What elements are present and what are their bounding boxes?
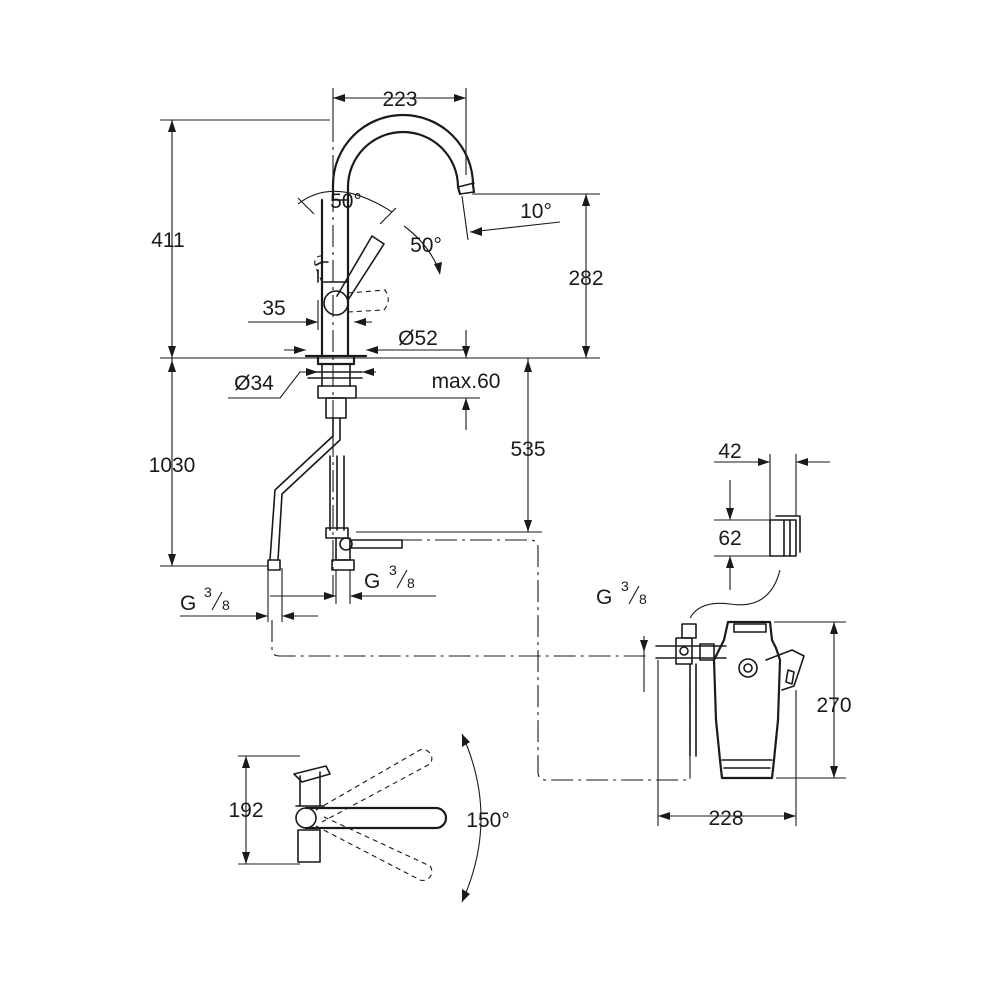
dimension-lines bbox=[160, 88, 600, 622]
svg-text:3: 3 bbox=[389, 562, 397, 578]
thread-label-valve: G 3 8 bbox=[364, 562, 415, 593]
svg-text:3: 3 bbox=[621, 578, 629, 594]
label-spout-reach: 223 bbox=[382, 88, 417, 111]
label-hole-diameter: Ø34 bbox=[234, 372, 274, 395]
svg-text:G: G bbox=[364, 570, 380, 593]
svg-text:G: G bbox=[180, 592, 196, 615]
label-total-height: 411 bbox=[151, 229, 184, 252]
label-handle-angle-right: 50° bbox=[410, 234, 442, 257]
faucet-side-view bbox=[267, 113, 476, 571]
label-base-diameter: Ø52 bbox=[398, 327, 438, 350]
label-filter-height: 270 bbox=[816, 694, 851, 717]
label-spout-tilt: 10° bbox=[520, 200, 552, 223]
svg-text:3: 3 bbox=[204, 584, 212, 600]
label-swivel-angle: 150° bbox=[466, 809, 509, 832]
svg-text:8: 8 bbox=[407, 575, 415, 591]
label-plan-height: 192 bbox=[228, 799, 263, 822]
label-hose-front: 535 bbox=[510, 438, 545, 461]
svg-text:8: 8 bbox=[222, 597, 230, 613]
label-filter-head-height: 62 bbox=[718, 527, 741, 550]
thread-label-filter: G 3 8 bbox=[596, 578, 647, 609]
label-filter-width: 228 bbox=[708, 807, 743, 830]
label-handle-offset: 35 bbox=[262, 297, 285, 320]
filter-dimensions bbox=[640, 454, 846, 826]
label-filter-head-width: 42 bbox=[718, 440, 741, 463]
svg-text:8: 8 bbox=[639, 591, 647, 607]
faucet-plan-view bbox=[238, 733, 482, 903]
dimension-labels: 223 411 50° 50° 10° 282 35 Ø52 Ø34 max.6… bbox=[149, 88, 852, 832]
label-handle-angle-left: 50° bbox=[330, 190, 362, 213]
label-spout-height: 282 bbox=[568, 267, 603, 290]
filter-unit bbox=[655, 515, 805, 780]
label-max-deck: max.60 bbox=[432, 370, 501, 393]
label-hose-length: 1030 bbox=[149, 454, 196, 477]
thread-label-hose: G 3 8 bbox=[180, 584, 230, 615]
svg-text:G: G bbox=[596, 586, 612, 609]
